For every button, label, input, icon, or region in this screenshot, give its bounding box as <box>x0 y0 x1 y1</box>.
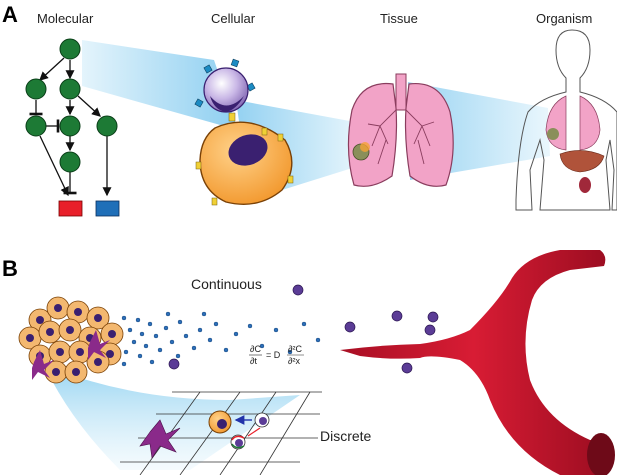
diffusion-equation: ∂C ∂t = D ∂²C ∂²x <box>249 344 304 366</box>
gene-node <box>59 115 81 137</box>
tumor-cluster <box>18 296 124 384</box>
output-red-box <box>58 200 83 217</box>
tumor-cell-icon <box>195 121 294 206</box>
gene-network-diagram <box>25 38 120 217</box>
immune-cell-icon <box>194 58 256 122</box>
panel-a: A Molecular Cellular Tissue Organism <box>2 2 617 217</box>
eq-rhs-den: ∂²x <box>288 356 300 366</box>
lungs-icon <box>347 73 454 187</box>
molecular-label: Molecular <box>37 11 94 26</box>
eq-lhs-den: ∂t <box>250 356 257 366</box>
output-blue-box <box>95 200 120 217</box>
gene-node <box>59 78 81 100</box>
zoom-cone-discrete <box>44 365 300 470</box>
gene-node <box>96 115 118 137</box>
panel-b-letter: B <box>2 256 18 281</box>
discrete-agents <box>139 410 270 459</box>
gene-node <box>59 151 81 173</box>
zoom-cone-molecular-to-cellular <box>82 40 238 130</box>
diffusing-molecules <box>121 311 321 367</box>
human-body-icon <box>515 29 617 211</box>
eq-rhs-num: ∂²C <box>288 344 302 354</box>
gene-node <box>25 78 47 100</box>
cellular-label: Cellular <box>211 11 256 26</box>
gene-node <box>59 38 81 60</box>
organism-label: Organism <box>536 11 592 26</box>
panel-b: B Continuous Discrete <box>2 250 615 475</box>
immune-cells <box>168 284 439 374</box>
panel-a-letter: A <box>2 2 18 27</box>
blood-vessel-icon <box>340 250 615 475</box>
eq-middle: = D <box>266 350 281 360</box>
eq-lhs-num: ∂C <box>250 344 261 354</box>
tissue-label: Tissue <box>380 11 418 26</box>
gene-node <box>25 115 47 137</box>
discrete-label: Discrete <box>320 428 372 444</box>
continuous-label: Continuous <box>191 276 262 292</box>
